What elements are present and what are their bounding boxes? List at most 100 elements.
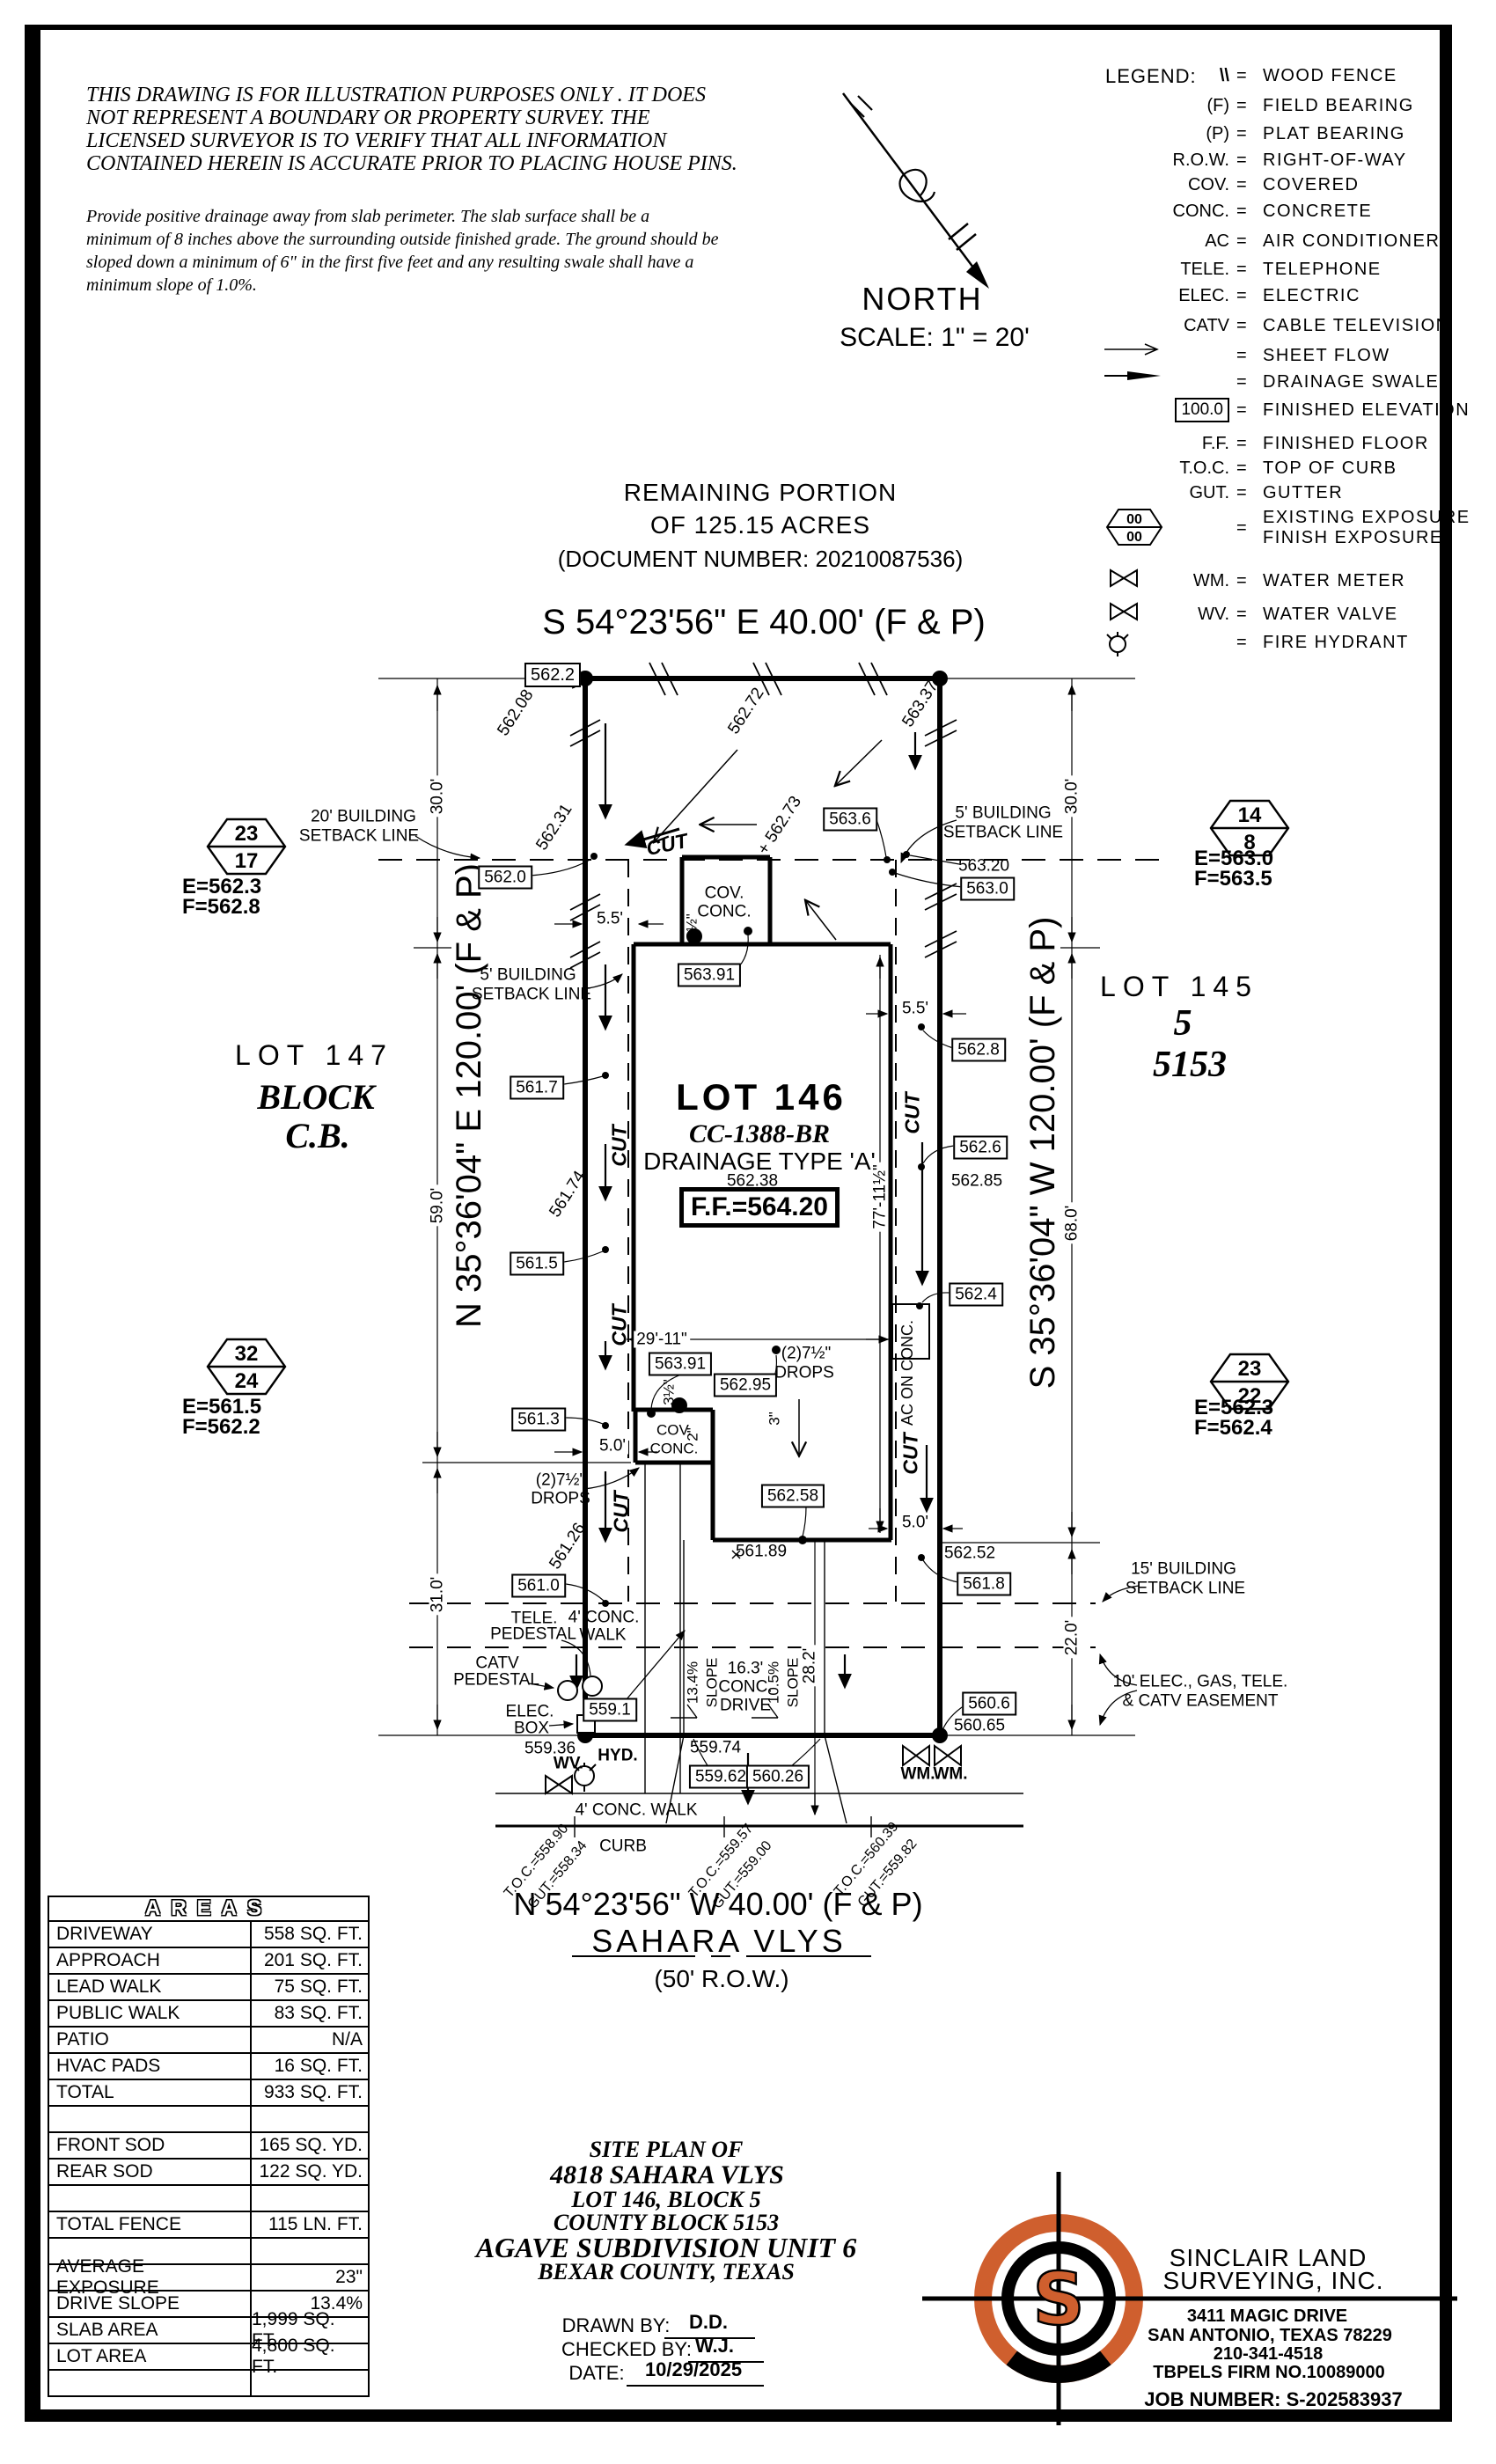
marker-4-top: 23 (1237, 1357, 1262, 1381)
curb-label: CURB (599, 1837, 647, 1856)
street-centerline (711, 1955, 730, 1957)
spot-559.36: 559.36 (524, 1739, 576, 1758)
porch-pilasters (671, 928, 702, 1413)
titleblock-county-block: COUNTY BLOCK 5153 (553, 2210, 780, 2235)
spot-559.1: 559.1 (583, 1698, 637, 1722)
spot-560.65: 560.65 (953, 1716, 1006, 1735)
spot-562.4: 562.4 (949, 1282, 1003, 1307)
disclaimer-line: NOT REPRESENT A BOUNDARY OR PROPERTY SUR… (86, 106, 650, 129)
tele-pedestal-icon (582, 1676, 603, 1697)
legend-row: 100.0=FINISHED ELEVATION (1103, 397, 1481, 423)
legend-row: TELE.=TELEPHONE (1180, 259, 1382, 279)
marker-4-bottom: 22 (1237, 1384, 1262, 1408)
spot-562.0: 562.0 (478, 865, 532, 890)
drainage-swale-arrows (569, 723, 934, 1806)
finished-elevation-icon: 100.0 (1175, 398, 1229, 422)
marker-2-existing: E=563.0 (1194, 847, 1274, 870)
wm-label: WM. (900, 1764, 935, 1784)
spot-561.8: 561.8 (957, 1572, 1011, 1596)
disclaimer-line: LICENSED SURVEYOR IS TO VERIFY THAT ALL … (86, 129, 667, 152)
fire-hydrant-icon (1106, 632, 1129, 656)
spot-561.7: 561.7 (510, 1075, 564, 1100)
plan-number: CC-1388-BR (688, 1119, 831, 1148)
spot-562.8: 562.8 (951, 1038, 1006, 1062)
legend-row: WM.=WATER METER (1103, 568, 1481, 594)
drive-label2: CONC. (718, 1677, 773, 1697)
legend-row: R.O.W.=RIGHT-OF-WAY (1172, 150, 1407, 170)
water-meter-icon (1110, 568, 1138, 588)
dim-west-59: 59.0' (429, 1184, 447, 1227)
water-meter-icons (902, 1744, 962, 1767)
legend-row: F.F.=FINISHED FLOOR (1201, 433, 1429, 453)
leader-lines (529, 678, 965, 1768)
dim-side-right: 5.5' (898, 1000, 932, 1017)
dim-side-left: 5.5' (593, 910, 627, 928)
tele-pedestal-label1: TELE. (510, 1609, 558, 1628)
titleblock-county-state: BEXAR COUNTY, TEXAS (538, 2259, 795, 2284)
legend-title: LEGEND: (1105, 65, 1197, 87)
wood-fence-marks (569, 662, 957, 969)
north-arrow-icon (841, 92, 989, 289)
company-name2: SURVEYING, INC. (1162, 2267, 1384, 2294)
disclaimer-line: THIS DRAWING IS FOR ILLUSTRATION PURPOSE… (86, 84, 706, 106)
marker-3-bottom: 24 (234, 1369, 259, 1393)
drainage-swale-icon (1104, 371, 1161, 380)
checked-by-underline (688, 2361, 764, 2363)
marker-1-finish: F=562.8 (182, 895, 260, 919)
marker-3-existing: E=561.5 (182, 1395, 262, 1419)
spot-563.0: 563.0 (960, 876, 1015, 901)
drainage-note-line: minimum of 8 inches above the surroundin… (86, 230, 719, 249)
lot-147-label: LOT 147 (235, 1039, 393, 1071)
marker-4-existing: E=562.3 (1194, 1396, 1274, 1419)
date-value: 10/29/2025 (644, 2358, 743, 2380)
legend-row: =DRAINAGE SWALE (1103, 369, 1481, 395)
legend-row: CONC.=CONCRETE (1172, 201, 1373, 221)
document-number: (DOCUMENT NUMBER: 20210087536) (557, 546, 964, 572)
cov-conc-front2: CONC. (649, 1440, 699, 1457)
cut-label: CUT (898, 1433, 922, 1475)
dim-drive-length: 28.2' (801, 1645, 819, 1687)
company-firm-number: TBPELS FIRM NO.10089000 (1153, 2363, 1385, 2382)
legend-desc: FINISH EXPOSURE (1263, 528, 1443, 547)
drive-label3: DRIVE (719, 1696, 772, 1715)
drive-slope-left: 13.4% (684, 1661, 701, 1705)
utility-symbols (545, 1676, 962, 1795)
easement-label1: 10' ELEC., GAS, TELE. (1112, 1672, 1288, 1691)
dim-east-22: 22.0' (1063, 1617, 1082, 1659)
legend-row: \\=WOOD FENCE (1103, 62, 1481, 89)
drive-slope-right-word: SLOPE (784, 1657, 802, 1708)
street-name: SAHARA VLYS (591, 1923, 847, 1959)
water-valve-icon (545, 1774, 573, 1795)
spot-559.62: 559.62 (688, 1764, 753, 1789)
company-logo: S (922, 2172, 1457, 2425)
front-setback-label1: 20' BUILDING (311, 807, 416, 826)
leader-arrows (414, 819, 1140, 1729)
wood-fence-icon: \\ (1219, 65, 1229, 85)
checked-by-label: CHECKED BY: (561, 2338, 692, 2360)
legend-row: =SHEET FLOW (1103, 342, 1481, 369)
marker-1-bottom: 17 (234, 849, 259, 873)
scale-label: SCALE: 1" = 20' (840, 323, 1030, 352)
catv-pedestal-label1: CATV (475, 1654, 519, 1673)
sheet-flow-arrows (655, 739, 883, 1455)
spot-562.6: 562.6 (953, 1135, 1008, 1160)
disclaimer-line: CONTAINED HEREIN IS ACCURATE PRIOR TO PL… (86, 152, 737, 175)
street-centerline (572, 1955, 695, 1957)
lead-walk-label2: WALK (579, 1625, 627, 1645)
catv-pedestal-label2: PEDESTAL (453, 1670, 539, 1690)
spot-561.0: 561.0 (511, 1573, 566, 1598)
titleblock-line1: SITE PLAN OF (589, 2137, 744, 2162)
legend-row: =FIRE HYDRANT (1103, 629, 1481, 656)
dim-ac-offset: 5.0' (898, 1514, 932, 1531)
street-row: (50' R.O.W.) (654, 1965, 789, 1992)
